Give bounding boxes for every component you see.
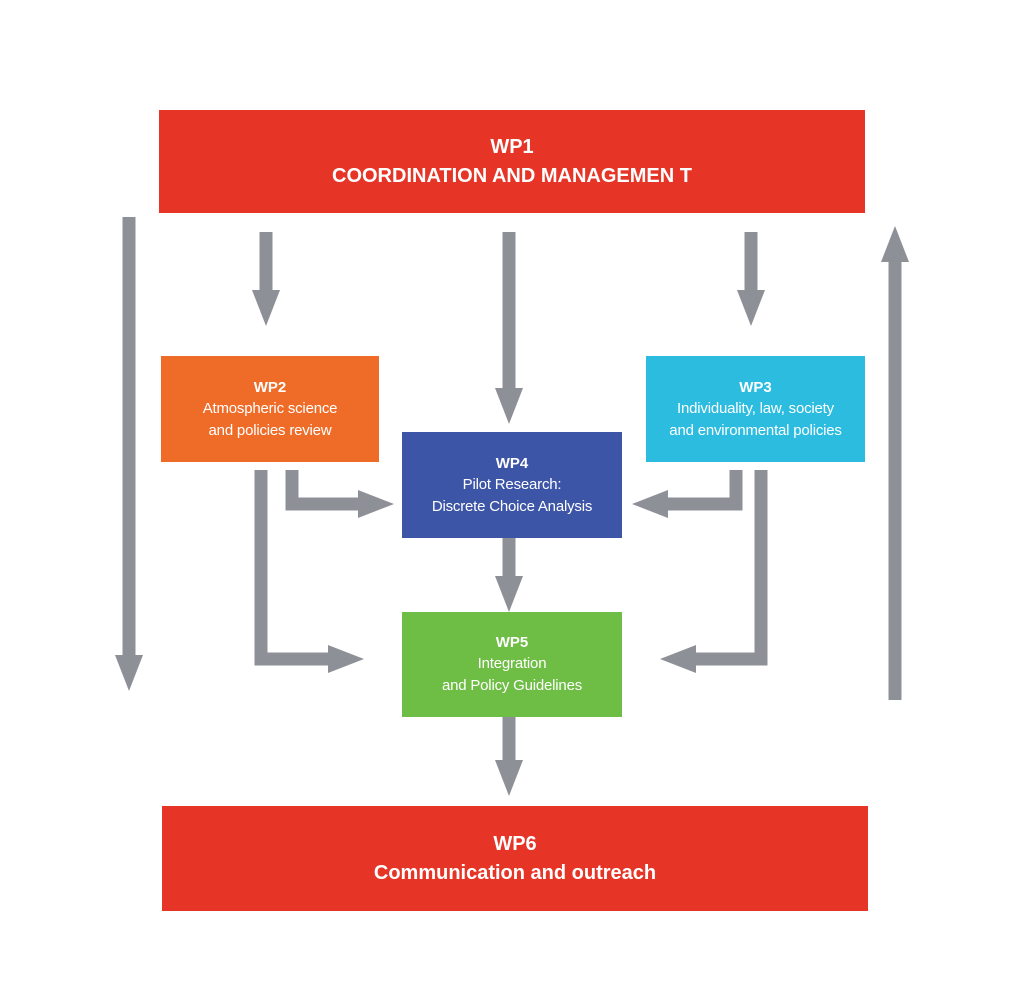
wp5-title: WP5 — [495, 634, 529, 651]
arrow-wp1-to-wp2 — [252, 232, 280, 326]
wp2-label-line1: Atmospheric science — [202, 399, 338, 417]
arrow-wp2-to-wp4 — [285, 470, 394, 518]
arrow-head — [660, 645, 696, 673]
arrow-shaft — [254, 470, 328, 666]
arrow-head — [358, 490, 394, 518]
arrow-layer — [115, 217, 909, 796]
wp6-box: WP6 Communication and outreach — [162, 806, 868, 911]
wp2-title: WP2 — [253, 378, 287, 396]
wp2-label-line2: and policies review — [208, 421, 332, 439]
arrow-wp2-to-wp5 — [254, 470, 364, 673]
arrow-head — [115, 655, 143, 691]
wp6-title: WP6 — [493, 832, 537, 855]
wp1-title: WP1 — [490, 135, 534, 158]
wp4-box: WP4 Pilot Research: Discrete Choice Anal… — [402, 432, 622, 538]
arrow-head — [495, 576, 523, 612]
wp4-label-line1: Pilot Research: — [462, 475, 562, 493]
arrow-head — [328, 645, 364, 673]
wp4-label-line2: Discrete Choice Analysis — [431, 497, 593, 515]
wp1-label: COORDINATION AND MANAGEMEN T — [332, 164, 692, 187]
arrow-shaft — [285, 470, 358, 511]
wp3-title: WP3 — [739, 378, 772, 396]
arrow-head — [737, 290, 765, 326]
arrow-wp1-to-wp4 — [495, 232, 523, 424]
arrow-head — [252, 290, 280, 326]
wp3-label-line1: Individuality, law, society — [677, 399, 834, 417]
wp5-box: WP5 Integration and Policy Guidelines — [402, 612, 622, 717]
arrow-head — [495, 388, 523, 424]
wp5-label-line1: Integration — [477, 655, 547, 672]
arrow-wp1-to-wp3 — [737, 232, 765, 326]
wp6-label: Communication and outreach — [373, 861, 657, 884]
wp2-box: WP2 Atmospheric science and policies rev… — [161, 356, 379, 462]
arrow-head — [881, 226, 909, 262]
arrow-head — [495, 760, 523, 796]
wp3-box: WP3 Individuality, law, society and envi… — [646, 356, 865, 462]
arrow-head — [632, 490, 668, 518]
wp3-label-line2: and environmental policies — [669, 421, 842, 439]
arrow-shaft — [668, 470, 743, 511]
arrow-shaft — [696, 470, 768, 666]
arrow-wp5-to-wp6 — [495, 708, 523, 796]
arrow-wp3-to-wp4 — [632, 470, 743, 518]
wp4-title: WP4 — [495, 454, 529, 472]
wp1-box: WP1 COORDINATION AND MANAGEMEN T — [159, 110, 865, 213]
arrow-wp3-to-wp5 — [660, 470, 768, 673]
wp5-label-line2: and Policy Guidelines — [441, 677, 583, 694]
arrow-wp1-to-wp6 — [115, 217, 143, 691]
arrow-wp6-to-wp1 — [881, 226, 909, 700]
